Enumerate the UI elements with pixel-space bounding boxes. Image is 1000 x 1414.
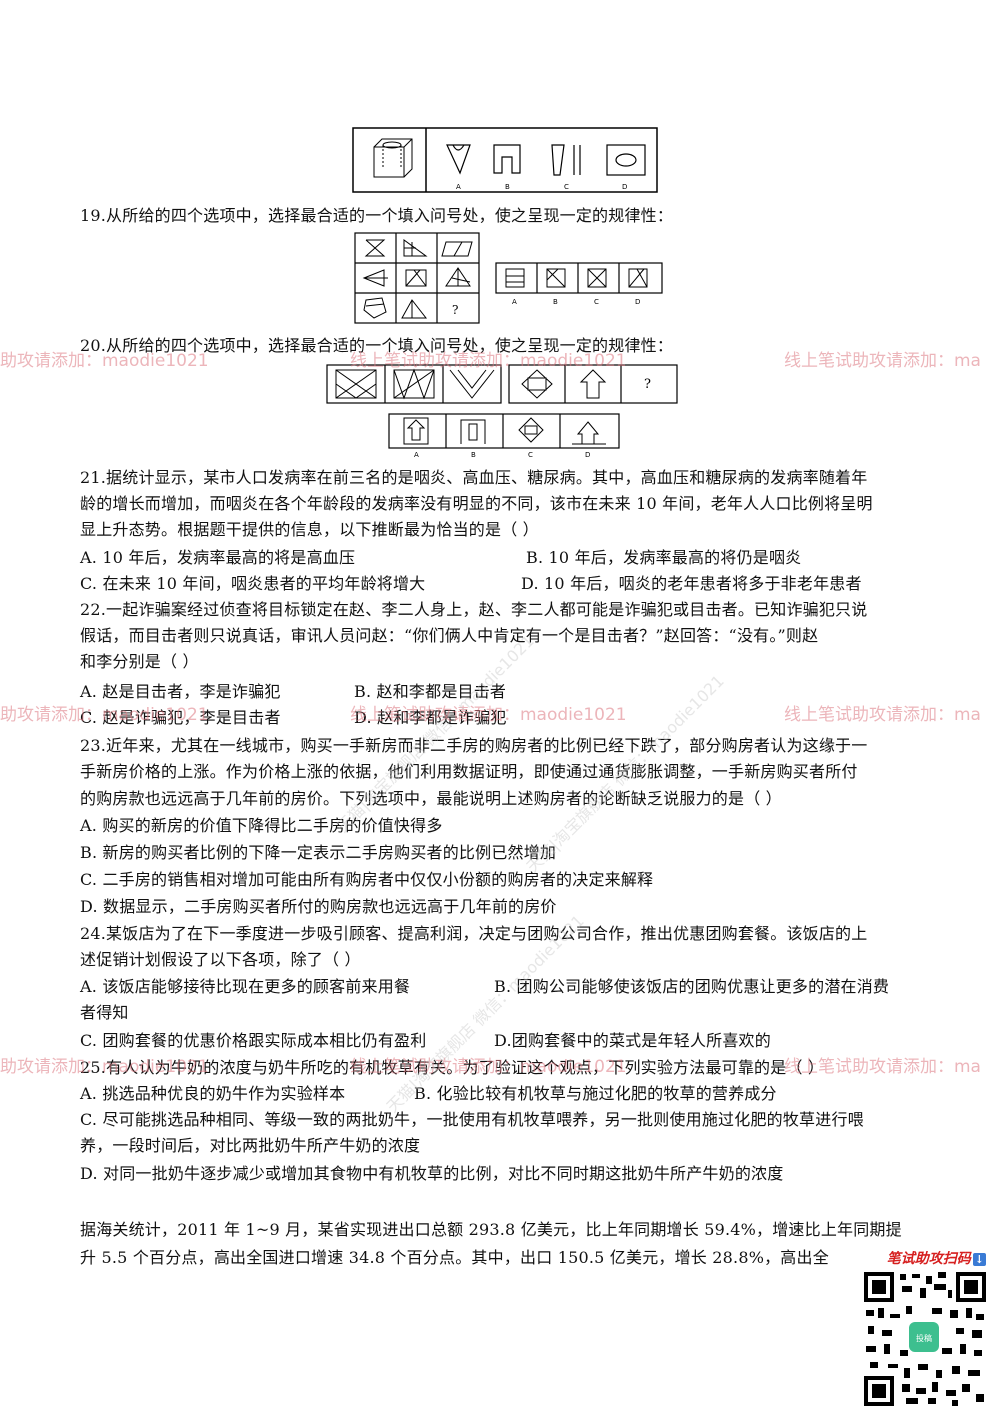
q23-option-d: D. 数据显示，二手房购买者所付的购房款也远远高于几年前的房价 — [80, 897, 557, 916]
q20-figure: ? A B C D — [326, 364, 680, 458]
q20-option-a-label: A — [414, 451, 419, 458]
q19-option-a-label: A — [512, 298, 517, 306]
watermark-middle-2: 线上笔试助攻请添加：maodie1021 — [350, 705, 627, 725]
watermark-middle-1: 线上笔试助攻请添加：maodie1021 — [350, 351, 627, 371]
q24-line-2: 述促销计划假设了以下各项，除了（ ） — [80, 950, 361, 969]
q24-option-c: C. 团购套餐的优惠价格跟实际成本相比仍有盈利 — [80, 1031, 427, 1050]
q18-option-d-label: D — [622, 183, 627, 191]
watermark-left-3: 助攻请添加：maodie1021 — [0, 1057, 209, 1077]
watermark-right-1: 线上笔试助攻请添加：ma — [784, 351, 981, 371]
q21-option-b: B. 10 年后，发病率最高的将仍是咽炎 — [526, 548, 802, 567]
q18-option-b-label: B — [505, 183, 510, 191]
q21-line-2: 龄的增长而增加，而咽炎在各个年龄段的发病率没有明显的不同，该市在未来 10 年间… — [80, 494, 873, 513]
q22-line-1: 22.一起诈骗案经过侦查将目标锁定在赵、李二人身上，赵、李二人都可能是诈骗犯或目… — [80, 600, 868, 619]
q18-option-c-label: C — [564, 183, 569, 191]
watermark-right-2: 线上笔试助攻请添加：ma — [784, 705, 981, 725]
passage-line-2: 升 5.5 个百分点，高出全国进口增速 34.8 个百分点。其中，出口 150.… — [80, 1248, 829, 1267]
q19-question-mark: ? — [452, 303, 458, 317]
q19-option-c-label: C — [594, 298, 599, 306]
q23-option-c: C. 二手房的销售相对增加可能由所有购房者中仅仅小份额的购房者的决定来解释 — [80, 870, 654, 889]
passage-line-1: 据海关统计，2011 年 1~9 月，某省实现进出口总额 293.8 亿美元，比… — [80, 1220, 902, 1239]
q24-option-a: A. 该饭店能够接待比现在更多的顾客前来用餐 — [80, 977, 411, 996]
q22-option-d: D. 赵和李都是诈骗犯 — [354, 708, 507, 727]
q22-option-c: C. 赵是诈骗犯，李是目击者 — [80, 708, 281, 727]
q20-option-d-label: D — [585, 451, 590, 458]
q21-option-c: C. 在未来 10 年间，咽炎患者的平均年龄将增大 — [80, 574, 426, 593]
q24-option-b-1: B. 团购公司能够使该饭店的团购优惠让更多的潜在消费 — [494, 977, 890, 996]
q20-stem: 20.从所给的四个选项中，选择最合适的一个填入问号处，使之呈现一定的规律性： — [80, 336, 674, 355]
q21-line-3: 显上升态势。根据题干提供的信息，以下推断最为恰当的是（ ） — [80, 520, 539, 539]
q19-stem: 19.从所给的四个选项中，选择最合适的一个填入问号处，使之呈现一定的规律性： — [80, 206, 674, 225]
q18-option-a-label: A — [456, 183, 461, 191]
q22-option-b: B. 赵和李都是目击者 — [354, 682, 507, 701]
q23-line-1: 23.近年来，尤其在一线城市，购买一手新房而非二手房的购房者的比例已经下跌了，部… — [80, 736, 868, 755]
watermark-middle-3: 线上笔试助攻请添加：maodie1021 — [350, 1057, 627, 1077]
q20-option-c-label: C — [528, 451, 533, 458]
q19-option-b-label: B — [553, 298, 558, 306]
q21-option-a: A. 10 年后，发病率最高的将是高血压 — [80, 548, 356, 567]
q22-option-a: A. 赵是目击者，李是诈骗犯 — [80, 682, 281, 701]
q25-option-a: A. 挑选品种优良的奶牛作为实验样本 — [80, 1084, 346, 1103]
qr-center-label: 投稿 — [916, 1333, 932, 1343]
q19-figure: ? A B C D — [354, 232, 664, 324]
q22-line-2: 假话，而目击者则只说真话，审讯人员问赵：“你们俩人中肯定有一个是目击者？”赵回答… — [80, 626, 819, 645]
download-arrow-icon: ↓ — [972, 1253, 986, 1266]
watermark-right-3: 线上笔试助攻请添加：ma — [784, 1057, 981, 1077]
q21-line-1: 21.据统计显示，某市人口发病率在前三名的是咽炎、高血压、糖尿病。其中，高血压和… — [80, 468, 868, 487]
watermark-left-1: 助攻请添加：maodie1021 — [0, 351, 209, 371]
q25-option-d: D. 对同一批奶牛逐步减少或增加其食物中有机牧草的比例，对比不同时期这批奶牛所产… — [80, 1164, 784, 1183]
q25-option-c-2: 养，一段时间后，对比两批奶牛所产牛奶的浓度 — [80, 1136, 421, 1155]
q19-option-d-label: D — [635, 298, 640, 306]
q20-option-b-label: B — [471, 451, 476, 458]
q20-question-mark: ? — [644, 377, 651, 392]
q24-option-d: D.团购套餐中的菜式是年轻人所喜欢的 — [494, 1031, 771, 1050]
q25-option-c-1: C. 尽可能挑选品种相同、等级一致的两批奶牛，一批使用有机牧草喂养，另一批则使用… — [80, 1110, 864, 1129]
q24-line-1: 24.某饭店为了在下一季度进一步吸引顾客、提高利润，决定与团购公司合作，推出优惠… — [80, 924, 868, 943]
q24-option-b-2: 者得知 — [80, 1003, 129, 1022]
q23-line-3: 的购房款也远远高于几年前的房价。下列选项中，最能说明上述购房者的论断缺乏说服力的… — [80, 789, 782, 808]
q23-option-a: A. 购买的新房的价值下降得比二手房的价值快得多 — [80, 816, 443, 835]
q25-option-b: B. 化验比较有机牧草与施过化肥的牧草的营养成分 — [414, 1084, 777, 1103]
qr-code-panel: 笔试助攻扫码↓ — [858, 1248, 990, 1408]
q23-line-2: 手新房价格的上涨。作为价格上涨的依据，他们利用数据证明，即使通过通货膨胀调整，一… — [80, 762, 858, 781]
q18-figure: A B C D — [352, 127, 658, 193]
q23-option-b: B. 新房的购买者比例的下降一定表示二手房购买者的比例已然增加 — [80, 843, 557, 862]
qr-code[interactable]: 投稿 — [862, 1270, 988, 1408]
qr-title-text: 笔试助攻扫码 — [886, 1251, 971, 1267]
qr-title: 笔试助攻扫码↓ — [858, 1248, 990, 1268]
q25-line-1: 25.有人认为牛奶的浓度与奶牛所吃的有机牧草有关。为了验证这个观点，下列实验方法… — [80, 1058, 825, 1077]
q22-line-3: 和李分别是（ ） — [80, 652, 199, 671]
watermark-left-2: 助攻请添加：maodie1021 — [0, 705, 209, 725]
q21-option-d: D. 10 年后，咽炎的老年患者将多于非老年患者 — [521, 574, 862, 593]
